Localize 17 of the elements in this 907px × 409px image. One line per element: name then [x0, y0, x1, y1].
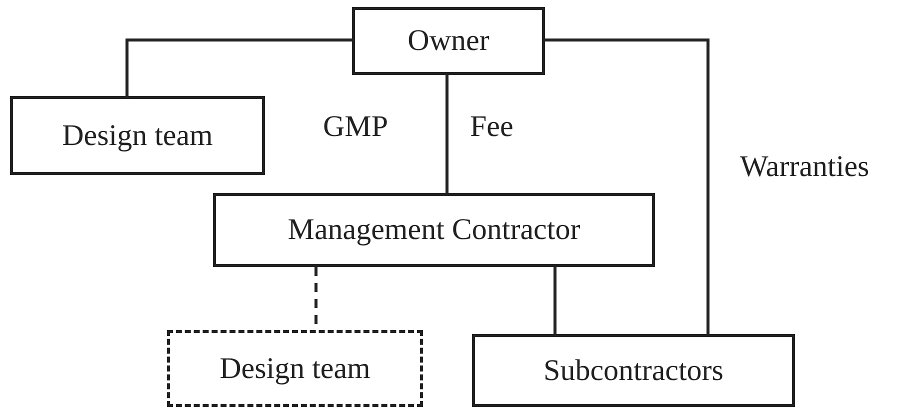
process-box — [352, 7, 545, 75]
process-box — [10, 96, 265, 175]
connector-line — [126, 38, 352, 96]
relationship-label: GMP — [323, 110, 388, 144]
box-label: Design team — [62, 118, 213, 152]
box-label: Owner — [408, 24, 490, 58]
connector-line — [545, 38, 710, 334]
connector-line — [446, 75, 448, 193]
relationship-label: Fee — [470, 110, 514, 144]
process-box — [213, 193, 655, 267]
box-label: Management Contractor — [288, 213, 580, 247]
box-label: Subcontractors — [544, 354, 724, 388]
box-label: Design team — [220, 352, 370, 386]
connector-line — [554, 267, 556, 334]
process-box — [472, 334, 795, 407]
dashed-box — [167, 330, 423, 407]
relationship-label: Warranties — [740, 150, 870, 184]
